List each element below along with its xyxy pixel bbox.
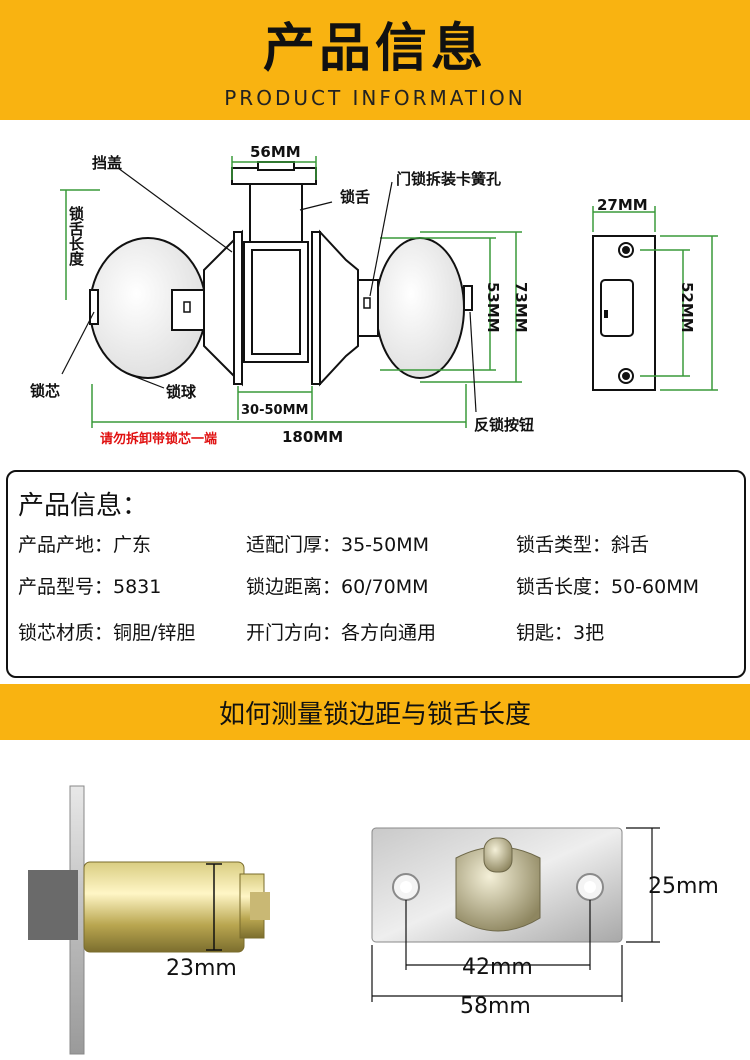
measure-title: 如何测量锁边距与锁舌长度 bbox=[218, 700, 531, 730]
label-cover: 挡盖 bbox=[92, 154, 123, 172]
info-open-direction: 开门方向：各方向通用 bbox=[246, 622, 437, 644]
warning-text: 请勿拆卸带锁芯一端 bbox=[100, 432, 218, 447]
label-spring-hole: 门锁拆装卡簧孔 bbox=[396, 170, 502, 188]
label-latch-length: 锁舌长度 bbox=[67, 206, 85, 266]
latch-bolt-photo bbox=[28, 785, 270, 1055]
dim-73mm: 73MM bbox=[512, 282, 530, 333]
plate-height-label: 25mm bbox=[648, 874, 719, 899]
dim-52mm: 52MM bbox=[678, 282, 696, 333]
info-origin: 产品产地：广东 bbox=[18, 534, 152, 556]
info-model: 产品型号：5831 bbox=[18, 576, 162, 598]
info-door-thickness: 适配门厚：35-50MM bbox=[246, 534, 429, 556]
info-keys: 钥匙：3把 bbox=[516, 622, 605, 644]
label-core: 锁芯 bbox=[30, 382, 61, 400]
dim-180mm: 180MM bbox=[282, 428, 344, 446]
measure-illustrations bbox=[28, 785, 660, 1055]
hole-spacing-label: 42mm bbox=[462, 955, 533, 980]
right-knob-shape bbox=[375, 237, 465, 379]
info-title: 产品信息： bbox=[18, 491, 149, 521]
label-lock-button: 反锁按钮 bbox=[474, 416, 535, 434]
page-subtitle: PRODUCT INFORMATION bbox=[224, 86, 526, 110]
header-banner bbox=[0, 0, 750, 120]
dim-56mm: 56MM bbox=[250, 143, 301, 161]
strike-plate-photo bbox=[371, 827, 660, 1002]
product-info-box bbox=[6, 470, 746, 678]
info-backset: 锁边距离：60/70MM bbox=[246, 576, 429, 598]
plate-width-label: 58mm bbox=[460, 994, 531, 1019]
measure-section-bar bbox=[0, 684, 750, 740]
label-latch: 锁舌 bbox=[340, 188, 371, 206]
lock-technical-diagram bbox=[60, 156, 718, 428]
latch-dim-label: 23mm bbox=[166, 956, 237, 981]
info-latch-type: 锁舌类型：斜舌 bbox=[516, 534, 650, 556]
info-core-material: 锁芯材质：铜胆/锌胆 bbox=[18, 622, 196, 644]
dim-27mm: 27MM bbox=[597, 196, 648, 214]
info-latch-length: 锁舌长度：50-60MM bbox=[516, 576, 699, 598]
dim-53mm: 53MM bbox=[484, 282, 502, 333]
label-ball: 锁球 bbox=[166, 383, 197, 401]
dim-30-50mm: 30-50MM bbox=[241, 403, 309, 418]
page-title: 产品信息 bbox=[262, 19, 487, 79]
